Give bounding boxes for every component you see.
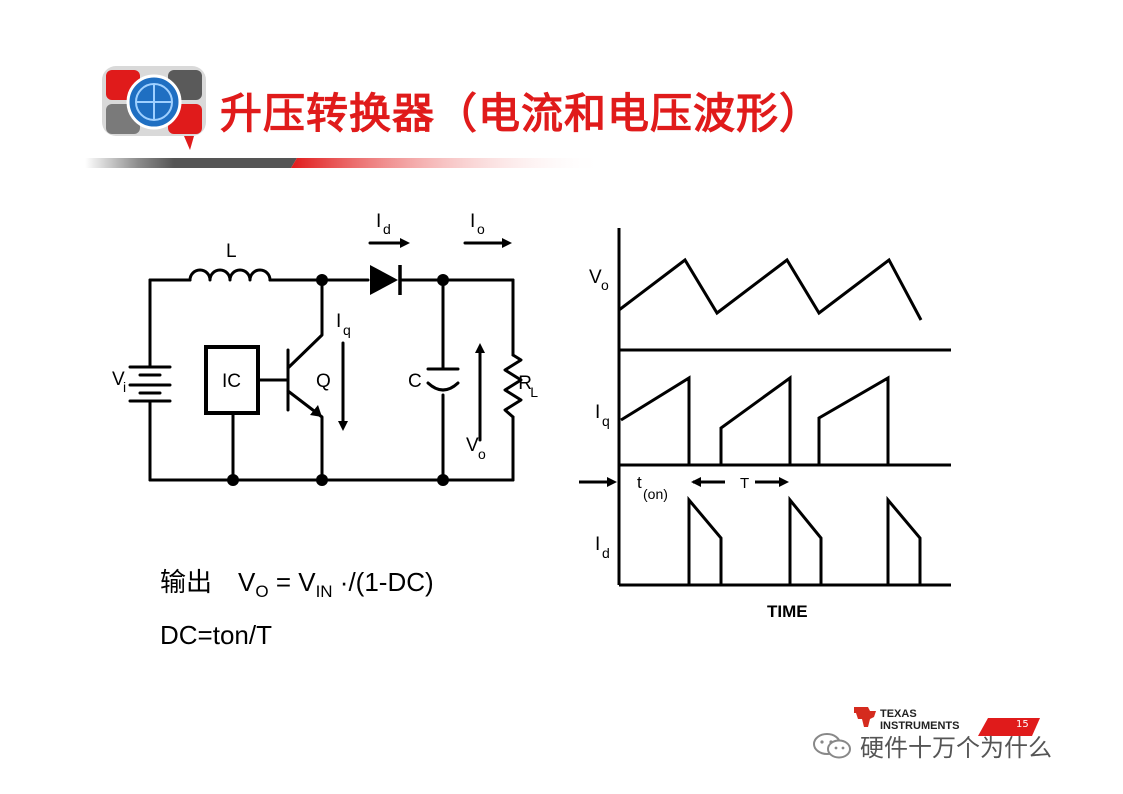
label-switch-q: Q bbox=[316, 371, 331, 392]
label-iq-sub: q bbox=[343, 322, 351, 338]
inductor-coil bbox=[188, 268, 272, 282]
diode-triangle bbox=[370, 265, 398, 295]
presentation-logo-icon bbox=[102, 66, 206, 150]
formula-prefix: 输出 bbox=[160, 567, 213, 597]
label-io-main: I bbox=[470, 211, 475, 232]
label-ton-main: t bbox=[637, 473, 642, 492]
label-io-sub: o bbox=[477, 221, 485, 237]
page-number-flag bbox=[978, 718, 1040, 736]
label-ton-sub: (on) bbox=[643, 486, 668, 502]
boost-converter-schematic: L V i IC Q I q I d I o C V o R L bbox=[112, 211, 538, 486]
wechat-icon bbox=[813, 732, 851, 758]
transistor-emitter-arrow bbox=[310, 405, 322, 417]
label-ic: IC bbox=[222, 371, 241, 392]
label-iq-main: I bbox=[595, 402, 600, 423]
label-vi-sub: i bbox=[123, 379, 126, 395]
label-iq-sub: q bbox=[602, 413, 610, 429]
texas-instruments-logo-icon bbox=[854, 707, 876, 727]
watermark-text: 硬件十万个为什么 bbox=[860, 734, 1052, 762]
label-vo-main: V bbox=[589, 267, 602, 288]
label-load-main: R bbox=[518, 373, 532, 394]
load-resistor bbox=[503, 353, 523, 419]
label-vo-sub: o bbox=[478, 446, 486, 462]
label-id-main: I bbox=[595, 534, 600, 555]
vo-waveform bbox=[618, 257, 923, 321]
iq-waveform bbox=[620, 375, 890, 465]
current-voltage-waveforms: V o I q I d t (on) T TIME bbox=[579, 228, 951, 621]
duty-cycle-formula: DC=ton/T bbox=[160, 620, 272, 650]
watermark: 硬件十万个为什么 bbox=[812, 728, 1052, 763]
label-time-axis: TIME bbox=[767, 602, 808, 621]
label-id-sub: d bbox=[602, 545, 610, 561]
id-waveform bbox=[687, 495, 922, 585]
label-inductor: L bbox=[226, 241, 237, 262]
label-vo-main: V bbox=[466, 435, 479, 456]
capacitor-bottom-plate bbox=[426, 381, 460, 392]
label-id-main: I bbox=[376, 211, 381, 232]
label-vo-sub: o bbox=[601, 277, 609, 293]
title-underline-bar bbox=[85, 158, 605, 168]
label-iq-main: I bbox=[336, 311, 341, 332]
label-period: T bbox=[740, 475, 749, 492]
ic-controller-box bbox=[204, 345, 260, 415]
page-number: 15 bbox=[1016, 719, 1029, 730]
label-vi-main: V bbox=[112, 369, 125, 390]
battery-plates bbox=[128, 365, 172, 403]
company-wordmark: TEXAS INSTRUMENTS bbox=[880, 708, 960, 732]
label-load-sub: L bbox=[530, 384, 538, 400]
page-title: 升压转换器（电流和电压波形） bbox=[220, 89, 823, 138]
label-capacitor: C bbox=[408, 371, 422, 392]
label-id-sub: d bbox=[383, 221, 391, 237]
